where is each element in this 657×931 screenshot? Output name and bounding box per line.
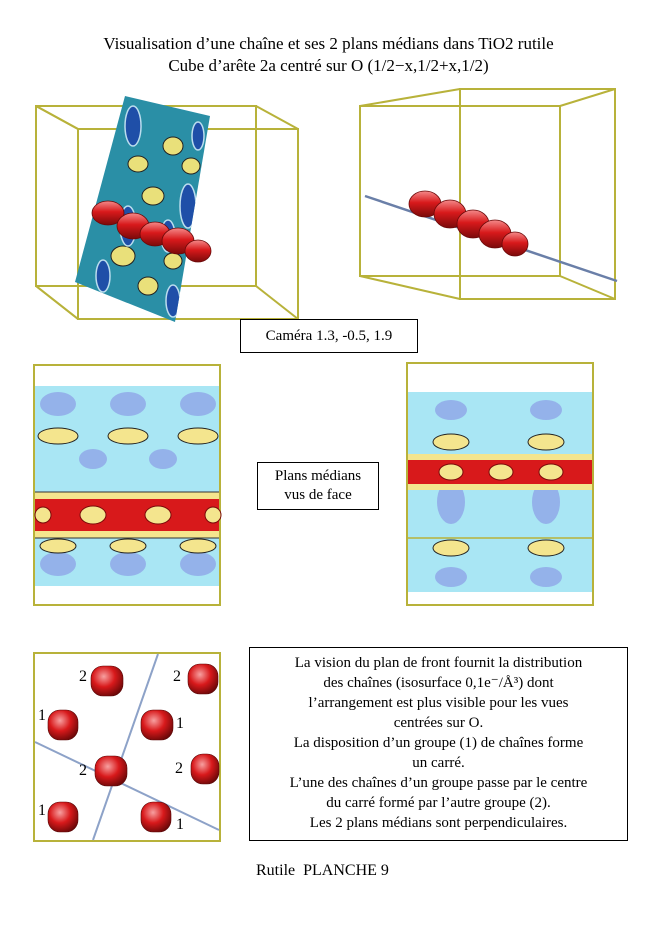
chain-blob (47, 709, 79, 741)
page-subtitle: Cube d’arête 2a centré sur O (1/2−x,1/2+… (168, 56, 489, 75)
description-line: La disposition d’un groupe (1) de chaîne… (293, 735, 584, 751)
chain-blob (187, 663, 219, 695)
chain-label: 2 (175, 760, 183, 777)
median-plane-front-view-1 (33, 364, 222, 606)
description-line: La vision du plan de front fournit la di… (294, 655, 583, 671)
red-chain (91, 200, 212, 263)
page-title: Visualisation d’une chaîne et ses 2 plan… (103, 34, 554, 53)
description-box: La vision du plan de front fournit la di… (249, 647, 628, 841)
red-chain (408, 190, 529, 257)
footer-label: Rutile PLANCHE 9 (256, 862, 389, 879)
planes-label-line2: vus de face (284, 487, 352, 503)
chain-blob (140, 709, 174, 741)
median-plane-front-view-2 (406, 362, 594, 606)
chain-blob (190, 753, 220, 785)
description-line: Les 2 plans médians sont perpendiculaire… (309, 815, 568, 831)
description-line: centrées sur O. (393, 715, 484, 731)
description-line: des chaînes (isosurface 0,1e⁻/Å³) dont (323, 675, 554, 691)
chain-label: 2 (173, 668, 181, 685)
description-line: un carré. (412, 755, 465, 771)
description-line: L’une des chaînes d’un groupe passe par … (289, 775, 588, 791)
chain-blob (90, 665, 124, 697)
chain-label: 1 (38, 707, 46, 724)
chain-label: 2 (79, 762, 87, 779)
cube-with-plane-figure (35, 96, 299, 322)
chain-label: 1 (176, 715, 184, 732)
chain-label: 1 (38, 802, 46, 819)
cube-with-chain-figure (359, 88, 618, 300)
planes-label: Plans médians vus de face (257, 462, 379, 510)
chain-blob (140, 801, 172, 833)
chain-label: 2 (79, 668, 87, 685)
camera-label: Caméra 1.3, -0.5, 1.9 (240, 319, 418, 353)
chain-blob (94, 755, 128, 787)
description-line: du carré formé par l’autre groupe (2). (326, 795, 551, 811)
planes-label-line1: Plans médians (274, 468, 362, 484)
chain-label: 1 (176, 816, 184, 833)
description-line: l’arrangement est plus visible pour les … (308, 695, 569, 711)
chain-blob (47, 801, 79, 833)
chain-distribution-figure (33, 652, 221, 842)
